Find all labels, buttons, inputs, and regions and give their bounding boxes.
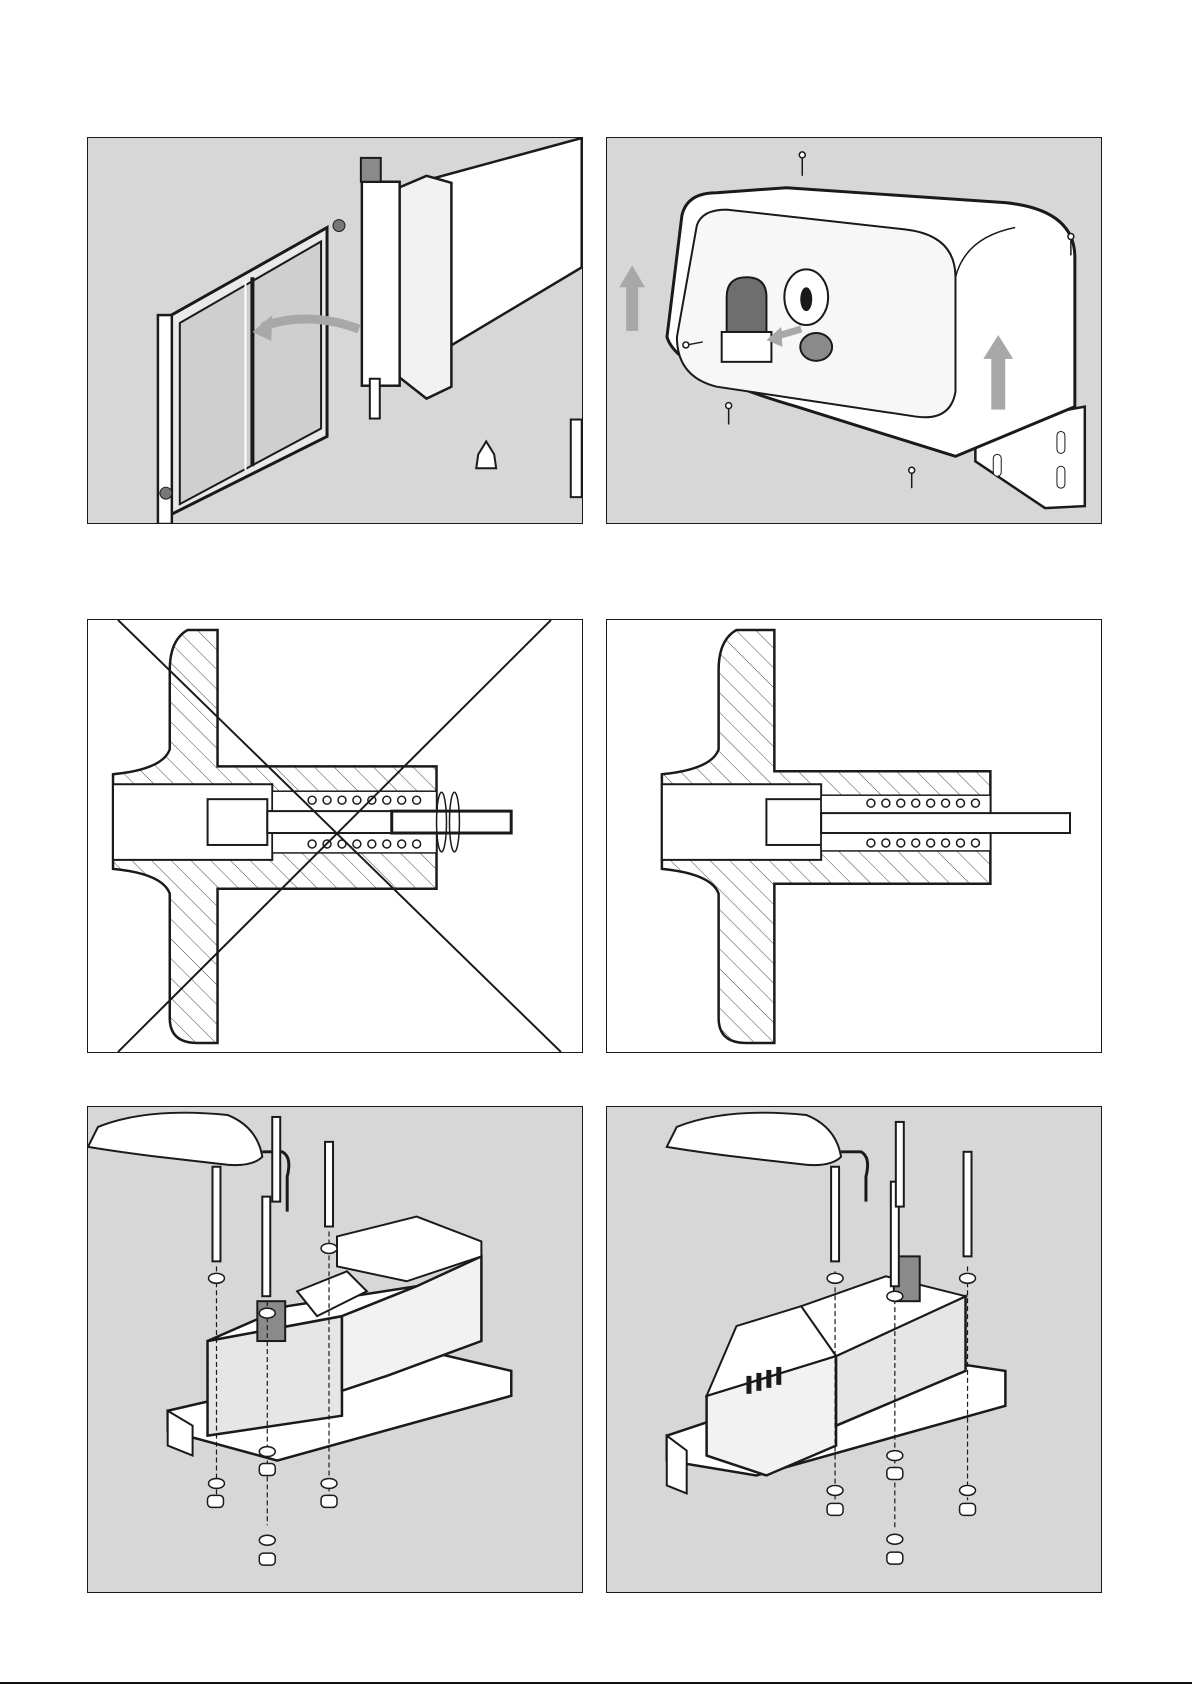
figure-gate-release — [87, 137, 583, 524]
hand-allen-key-icon — [88, 1113, 262, 1165]
figure-spring-incorrect — [87, 619, 583, 1053]
hand-allen-key-icon — [667, 1113, 841, 1165]
figure-cover-removal — [606, 137, 1102, 524]
figure-spring-correct — [606, 619, 1102, 1053]
bracket-icon — [476, 441, 496, 468]
release-knob-icon — [722, 277, 772, 362]
spring-section-icon — [88, 620, 582, 1052]
motor-unit-icon — [707, 1256, 966, 1475]
spring-section-icon — [607, 620, 1101, 1052]
motor-cover-icon — [607, 138, 1101, 523]
figure-motor-mount-right — [606, 1106, 1102, 1593]
footer-rule — [0, 1682, 1192, 1684]
figure-motor-mount-left — [87, 1106, 583, 1593]
gate-icon — [88, 138, 582, 523]
gate-post-icon — [370, 379, 380, 419]
